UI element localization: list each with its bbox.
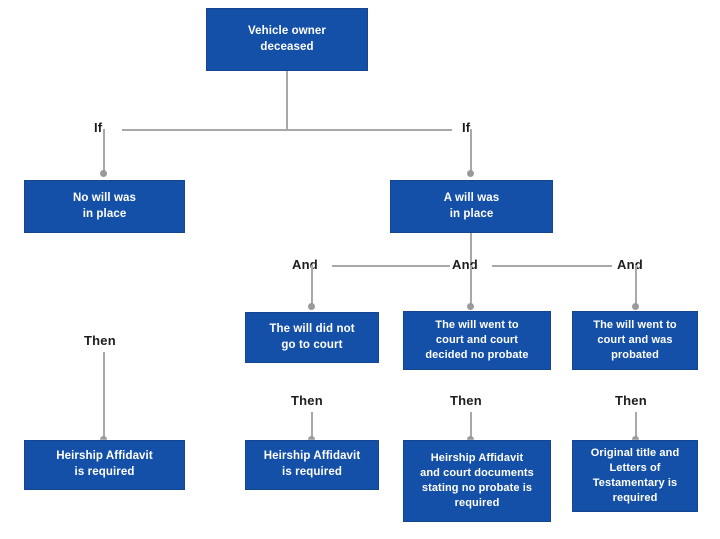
edge-label-then-four: Then xyxy=(615,393,647,408)
connector-root-stem xyxy=(286,71,288,130)
node-label: The will did not go to court xyxy=(269,322,355,351)
node-label: The will went to court and was probated xyxy=(593,318,677,362)
joint-dot-will-no-court xyxy=(308,303,315,310)
connector-no-will-to-outcome xyxy=(103,352,105,441)
joint-dot-will-court-no-probate xyxy=(467,303,474,310)
connector-and-two-drop xyxy=(470,265,472,306)
node-outcome-heirship-affidavit-court-documents[interactable]: Heirship Affidavit and court documents s… xyxy=(403,440,551,522)
joint-dot-outcome-no-will xyxy=(100,436,107,443)
node-will-went-to-court-probated[interactable]: The will went to court and was probated xyxy=(572,311,698,370)
connector-if-bus-left xyxy=(122,129,286,131)
connector-and-three-drop xyxy=(635,265,637,306)
node-label: No will was in place xyxy=(72,191,137,220)
edge-label-then-one: Then xyxy=(84,333,116,348)
edge-label-and-one: And xyxy=(292,257,318,272)
connector-probated-to-outcome xyxy=(635,412,637,441)
connector-no-probate-to-outcome xyxy=(470,412,472,441)
node-label: Original title and Letters of Testamenta… xyxy=(590,446,680,505)
node-label: The will went to court and court decided… xyxy=(425,318,529,362)
joint-dot-will-court-probated xyxy=(632,303,639,310)
node-will-went-to-court-no-probate[interactable]: The will went to court and court decided… xyxy=(403,311,551,370)
connector-a-will-stem xyxy=(470,233,472,266)
connector-if-left-drop xyxy=(103,129,105,173)
connector-and-bus-left xyxy=(332,265,450,267)
connector-and-bus-right xyxy=(492,265,612,267)
node-vehicle-owner-deceased[interactable]: Vehicle owner deceased xyxy=(206,8,368,71)
connector-if-right-drop xyxy=(470,129,472,173)
connector-if-bus-right xyxy=(286,129,452,131)
node-label: Heirship Affidavit is required xyxy=(56,450,153,478)
node-label: Heirship Affidavit is required xyxy=(263,450,361,478)
joint-dot-outcome-no-court xyxy=(308,436,315,443)
edge-label-and-three: And xyxy=(617,257,643,272)
edge-label-if-right: If xyxy=(462,120,471,135)
connector-will-no-court-to-outcome xyxy=(311,412,313,441)
node-no-will-in-place[interactable]: No will was in place xyxy=(24,180,185,233)
joint-dot-outcome-probated xyxy=(632,436,639,443)
joint-dot-a-will xyxy=(467,170,474,177)
edge-label-if-left: If xyxy=(94,120,103,135)
node-a-will-in-place[interactable]: A will was in place xyxy=(390,180,553,233)
node-outcome-heirship-affidavit-no-will[interactable]: Heirship Affidavit is required xyxy=(24,440,185,490)
edge-label-and-two: And xyxy=(452,257,478,272)
joint-dot-outcome-no-probate xyxy=(467,436,474,443)
edge-label-then-two: Then xyxy=(291,393,323,408)
connector-and-one-drop xyxy=(311,265,313,306)
node-label: Vehicle owner deceased xyxy=(248,24,326,53)
edge-label-then-three: Then xyxy=(450,393,482,408)
node-outcome-original-title-letters-testamentary[interactable]: Original title and Letters of Testamenta… xyxy=(572,440,698,512)
node-will-did-not-go-to-court[interactable]: The will did not go to court xyxy=(245,312,379,363)
node-label: A will was in place xyxy=(443,191,500,220)
node-outcome-heirship-affidavit-no-court[interactable]: Heirship Affidavit is required xyxy=(245,440,379,490)
joint-dot-no-will xyxy=(100,170,107,177)
node-label: Heirship Affidavit and court documents s… xyxy=(420,451,534,510)
